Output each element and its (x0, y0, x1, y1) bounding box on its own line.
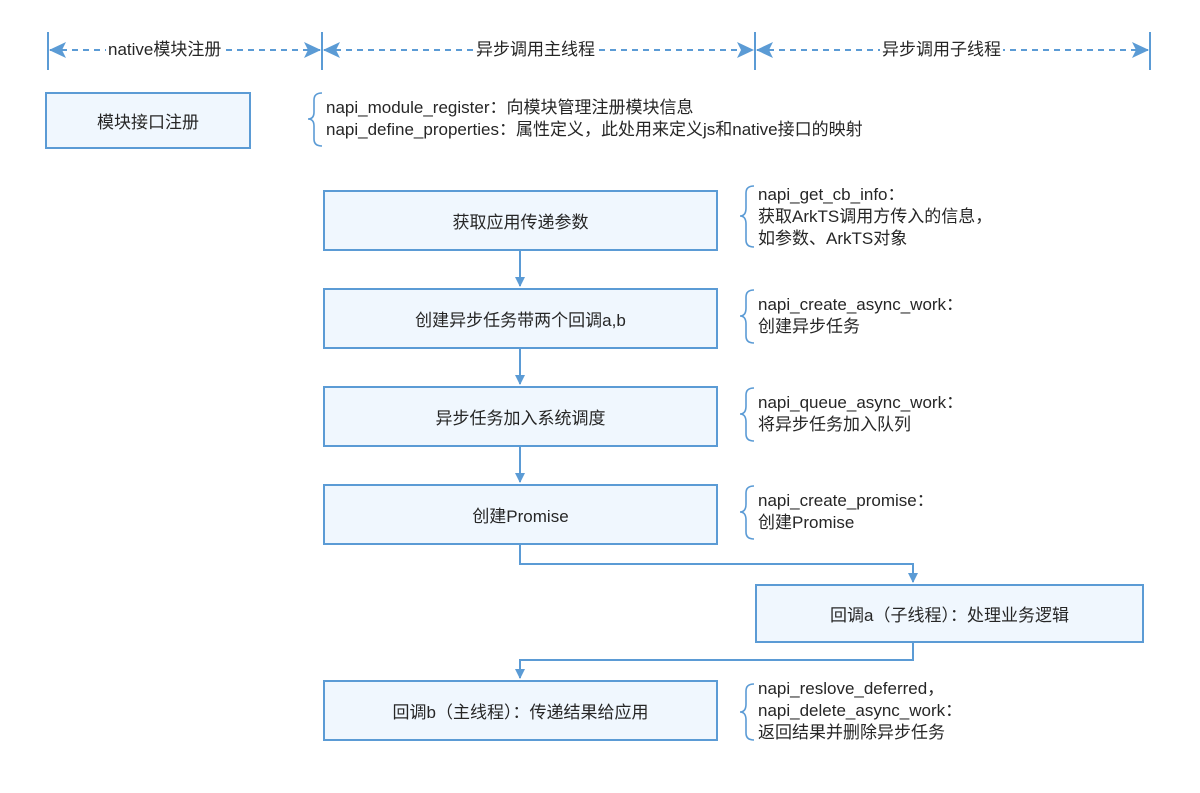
step-queue-async-work-note: napi_queue_async_work： 将异步任务加入队列 (758, 392, 963, 436)
flow-arrow (515, 642, 914, 679)
note-line: napi_create_async_work： (758, 295, 964, 314)
brace-icon (307, 92, 323, 147)
header-section-main-thread: 异步调用主线程 (474, 38, 597, 62)
step-label: 创建Promise (472, 507, 569, 526)
brace-icon (739, 185, 755, 248)
arrowhead-right (737, 42, 754, 58)
step-queue-async-work-box: 异步任务加入系统调度 (323, 386, 718, 447)
arrowhead-left (323, 42, 340, 58)
callback-b-note: napi_reslove_deferred， napi_delete_async… (758, 678, 962, 744)
note-line: 返回结果并删除异步任务 (758, 723, 945, 742)
module-register-box: 模块接口注册 (45, 92, 251, 149)
step-label: 获取应用传递参数 (452, 213, 589, 232)
header-section-native-register: native模块注册 (106, 38, 224, 62)
flow-arrow (519, 544, 918, 583)
callback-a-box: 回调a（子线程）：处理业务逻辑 (755, 584, 1144, 643)
brace-icon (739, 485, 755, 540)
arrowhead-right (304, 42, 321, 58)
brace-icon (739, 683, 755, 741)
callback-b-box: 回调b（主线程）：传递结果给应用 (323, 680, 718, 741)
note-line: 将异步任务加入队列 (758, 415, 911, 434)
module-register-label: 模块接口注册 (97, 113, 199, 132)
step-label: 回调a（子线程）：处理业务逻辑 (830, 606, 1069, 625)
note-line: napi_define_properties：属性定义，此处用来定义js和nat… (326, 120, 863, 139)
step-label: 创建异步任务带两个回调a,b (415, 311, 626, 330)
arrowhead-left (49, 42, 66, 58)
note-line: napi_queue_async_work： (758, 393, 964, 412)
brace-icon (739, 387, 755, 442)
timeline-arrowheads (49, 42, 1149, 58)
brace-icon (739, 289, 755, 344)
arrowhead-right (1132, 42, 1149, 58)
note-line: 创建Promise (758, 513, 855, 532)
step-get-params-note: napi_get_cb_info： 获取ArkTS调用方传入的信息， 如参数、A… (758, 184, 992, 250)
step-create-promise-box: 创建Promise (323, 484, 718, 545)
note-line: napi_create_promise： (758, 491, 934, 510)
module-register-note: napi_module_register：向模块管理注册模块信息 napi_de… (326, 97, 863, 141)
note-line: 创建异步任务 (758, 317, 860, 336)
note-line: 如参数、ArkTS对象 (758, 229, 908, 248)
note-line: napi_reslove_deferred， (758, 679, 945, 698)
step-create-async-work-box: 创建异步任务带两个回调a,b (323, 288, 718, 349)
step-create-promise-note: napi_create_promise： 创建Promise (758, 490, 934, 534)
note-line: napi_delete_async_work： (758, 701, 963, 720)
step-get-params-box: 获取应用传递参数 (323, 190, 718, 251)
arrowhead-left (756, 42, 773, 58)
step-create-async-work-note: napi_create_async_work： 创建异步任务 (758, 294, 963, 338)
header-section-worker-thread: 异步调用子线程 (880, 38, 1003, 62)
note-line: 获取ArkTS调用方传入的信息， (758, 207, 993, 226)
note-line: napi_get_cb_info： (758, 185, 905, 204)
step-label: 回调b（主线程）：传递结果给应用 (392, 703, 649, 722)
note-line: napi_module_register：向模块管理注册模块信息 (326, 98, 694, 117)
step-label: 异步任务加入系统调度 (435, 409, 606, 428)
